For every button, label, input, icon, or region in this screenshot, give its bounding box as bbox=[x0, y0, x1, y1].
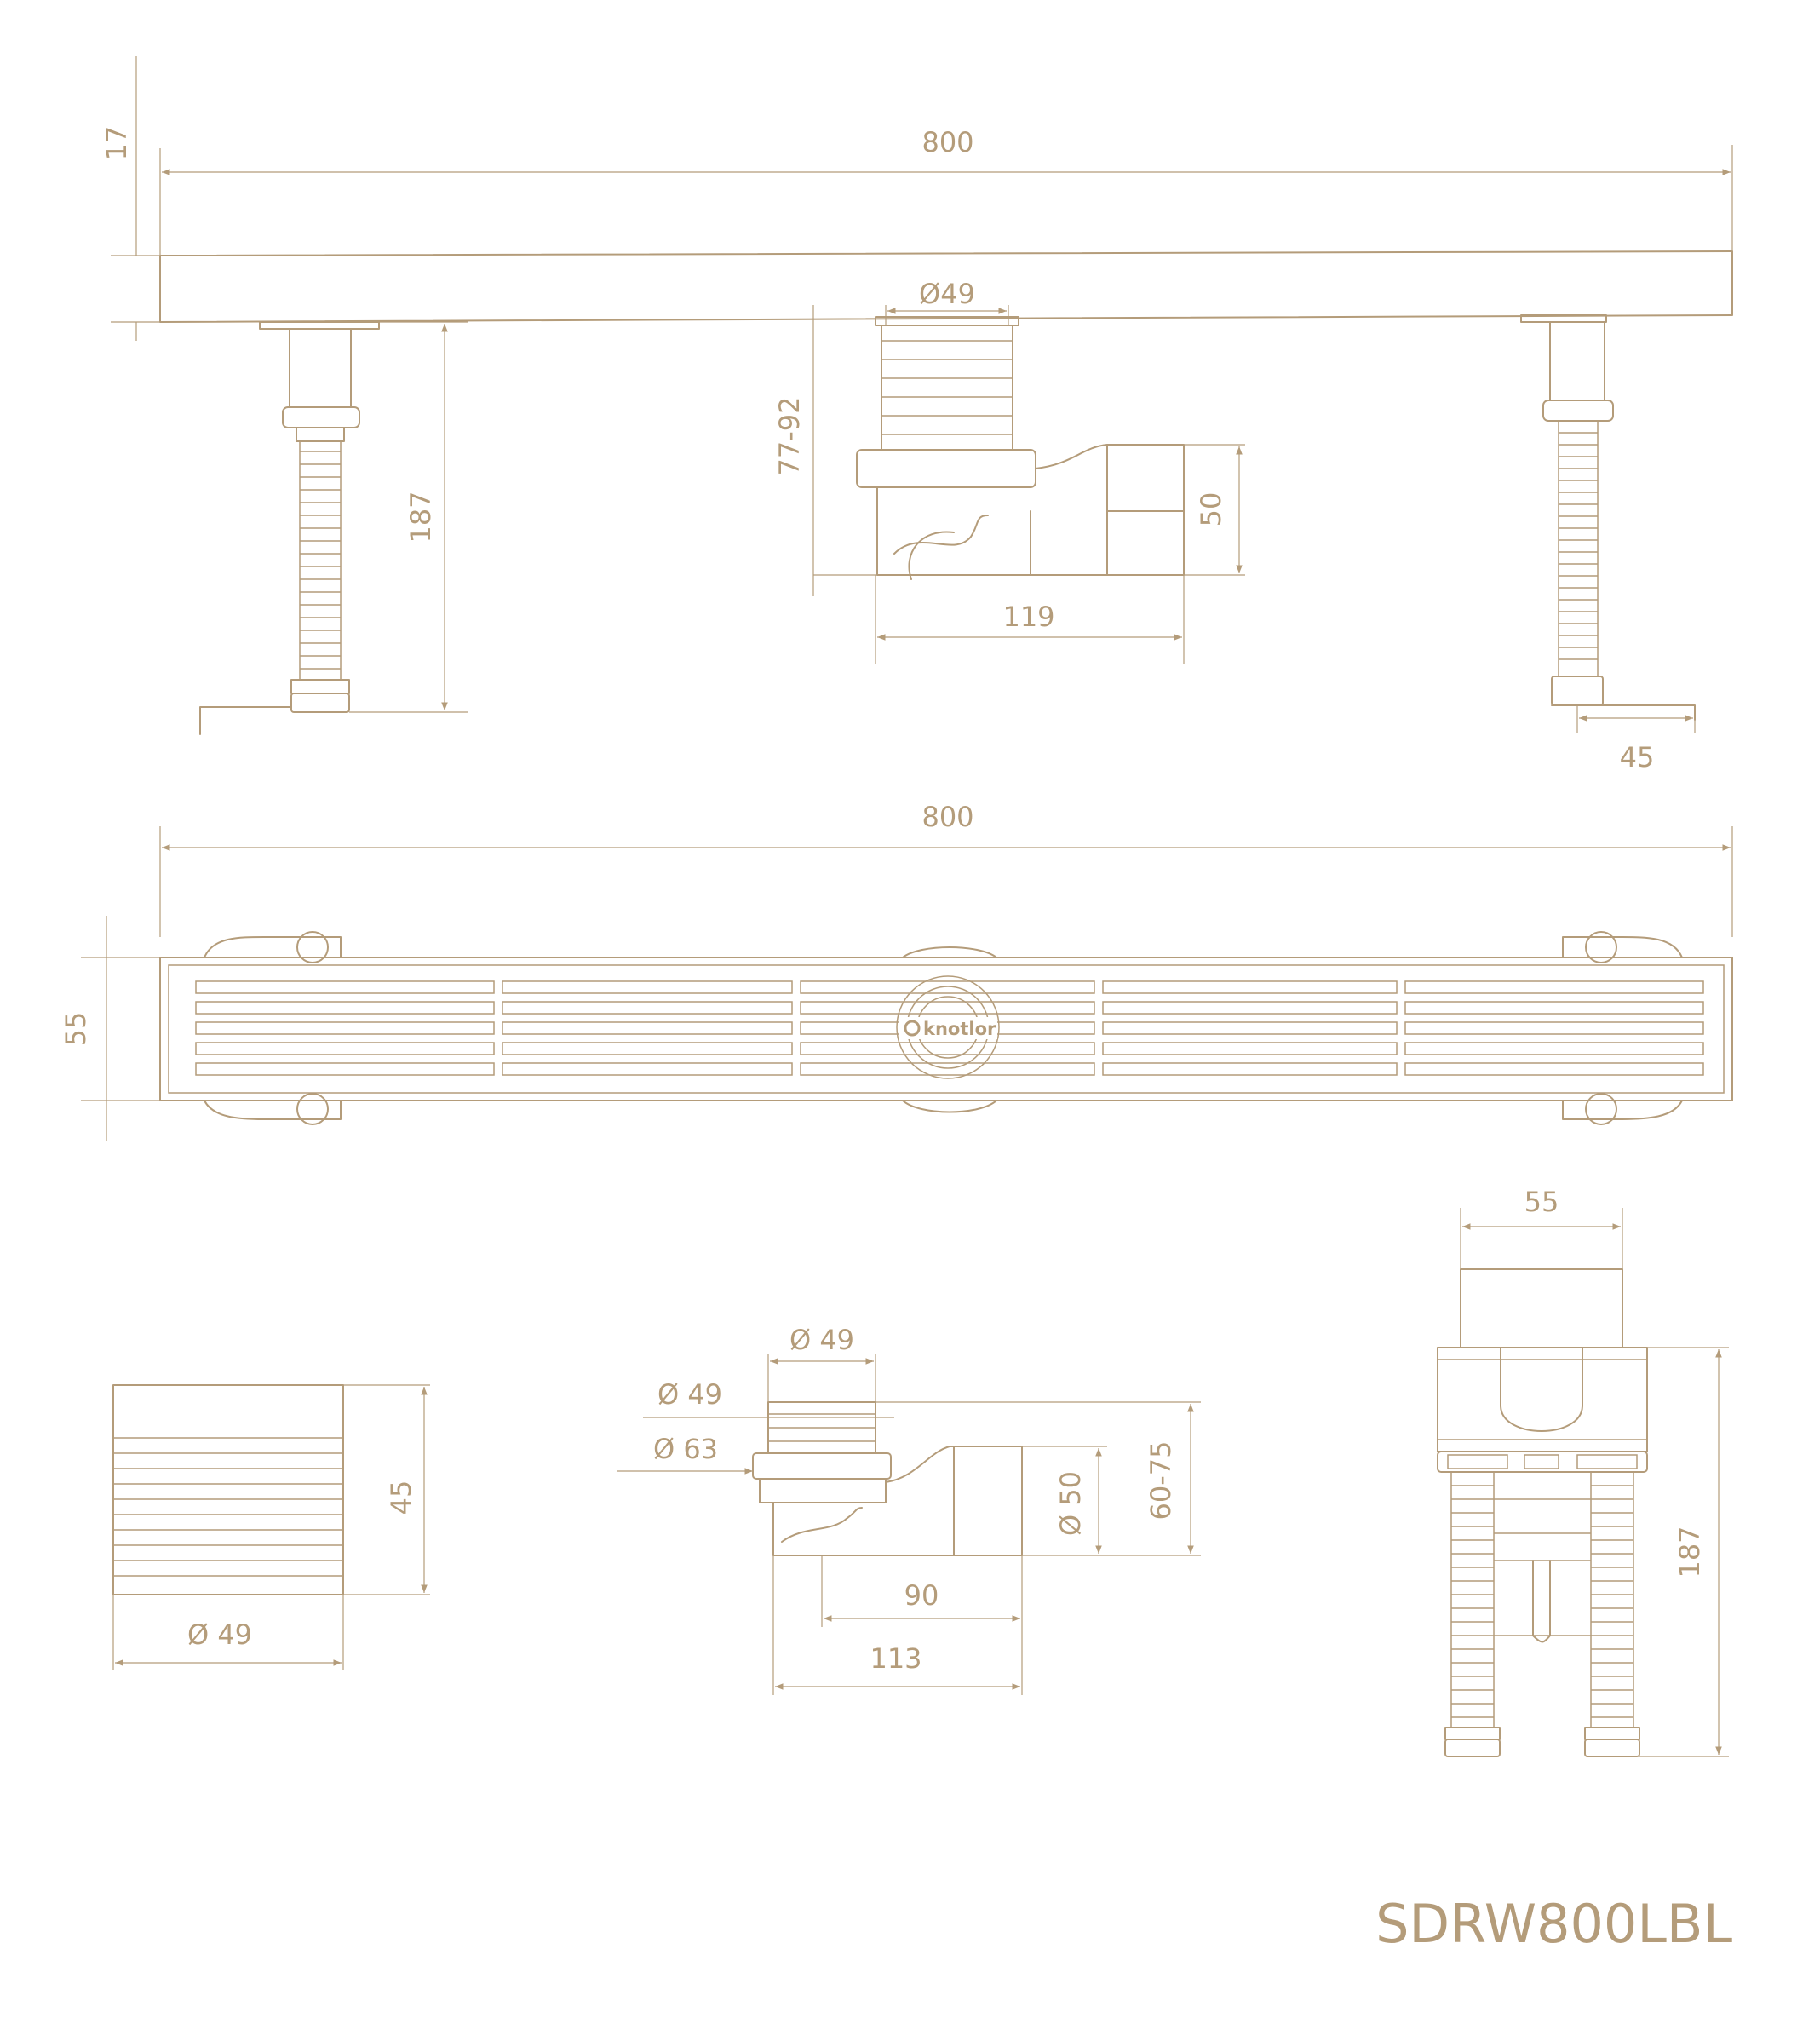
grate-slots bbox=[195, 980, 1704, 1076]
dim-end-height-label: 187 bbox=[1674, 1526, 1706, 1578]
dim-siphon-flange-diameter-label: Ø 63 bbox=[653, 1433, 718, 1465]
grate-slot bbox=[1404, 1042, 1704, 1055]
grate-slot bbox=[502, 1042, 793, 1055]
grate-slot bbox=[1404, 1021, 1704, 1035]
grate-slot bbox=[800, 1042, 1095, 1055]
grate-slot bbox=[1102, 980, 1398, 994]
grate-slot bbox=[1102, 1021, 1398, 1035]
grate-slot bbox=[502, 980, 793, 994]
adapter-view: 45 Ø 49 bbox=[112, 1384, 430, 1670]
grate-slot bbox=[1102, 1001, 1398, 1015]
dim-top-width-label: 55 bbox=[60, 1012, 92, 1047]
dim-end-width-label: 55 bbox=[1524, 1186, 1559, 1218]
grate-slot bbox=[1404, 980, 1704, 994]
right-support-leg bbox=[1520, 314, 1696, 721]
dim-siphon-width-total-label: 113 bbox=[870, 1642, 921, 1675]
grate-slot bbox=[1102, 1062, 1398, 1076]
grate-slot bbox=[195, 1001, 495, 1015]
grate-slot bbox=[195, 980, 495, 994]
dim-siphon-adjust-range-label: 60-75 bbox=[1145, 1441, 1177, 1521]
outlet-siphon bbox=[856, 316, 1185, 580]
grate-slot bbox=[502, 1001, 793, 1015]
siphon-view: Ø 49 Ø 49 Ø 63 Ø 50 60-75 90 113 bbox=[617, 1324, 1201, 1695]
grate-slot bbox=[195, 1042, 495, 1055]
top-view: 800 knotlor 55 bbox=[60, 801, 1733, 1141]
drain-grate bbox=[159, 957, 1733, 1101]
grate-slot bbox=[195, 1062, 495, 1076]
side-view: 800 17 187 bbox=[100, 56, 1733, 773]
grate-slot bbox=[1404, 1001, 1704, 1015]
dim-profile-height-label: 17 bbox=[100, 126, 133, 161]
dim-siphon-outlet-diameter-label: Ø 50 bbox=[1054, 1471, 1087, 1536]
grate-slot bbox=[502, 1062, 793, 1076]
grate-slot bbox=[195, 1021, 495, 1035]
dim-siphon-outlet-label: 50 bbox=[1195, 492, 1227, 527]
dim-support-height-label: 187 bbox=[405, 491, 437, 543]
left-support-leg bbox=[199, 321, 380, 735]
dim-outlet-diameter-label: Ø49 bbox=[919, 278, 975, 310]
dim-top-length-label: 800 bbox=[921, 801, 973, 833]
dim-length-label: 800 bbox=[921, 126, 973, 158]
dim-foot-width-label: 45 bbox=[1620, 741, 1655, 773]
grate-slot bbox=[1102, 1042, 1398, 1055]
dim-adjust-range-label: 77-92 bbox=[773, 397, 806, 476]
grate-slot bbox=[1404, 1062, 1704, 1076]
end-view: 55 187 bbox=[1437, 1186, 1729, 1757]
grate-slot bbox=[800, 1062, 1095, 1076]
dim-siphon-top-diameter-label: Ø 49 bbox=[789, 1324, 854, 1356]
dim-siphon-length-label: 119 bbox=[1002, 601, 1054, 633]
grate-slot bbox=[800, 980, 1095, 994]
dim-adapter-height-label: 45 bbox=[385, 1480, 417, 1515]
channel-profile bbox=[159, 250, 1733, 323]
dim-siphon-width-inner-label: 90 bbox=[904, 1579, 939, 1612]
product-code: SDRW800LBL bbox=[1375, 1893, 1732, 1955]
brand-logo-icon bbox=[904, 1020, 921, 1037]
dim-siphon-inner-diameter-label: Ø 49 bbox=[657, 1378, 722, 1411]
grate-slot bbox=[800, 1001, 1095, 1015]
grate-slot bbox=[502, 1021, 793, 1035]
dim-adapter-diameter-label: Ø 49 bbox=[187, 1618, 252, 1651]
brand-logo-text: knotlor bbox=[923, 1019, 996, 1039]
